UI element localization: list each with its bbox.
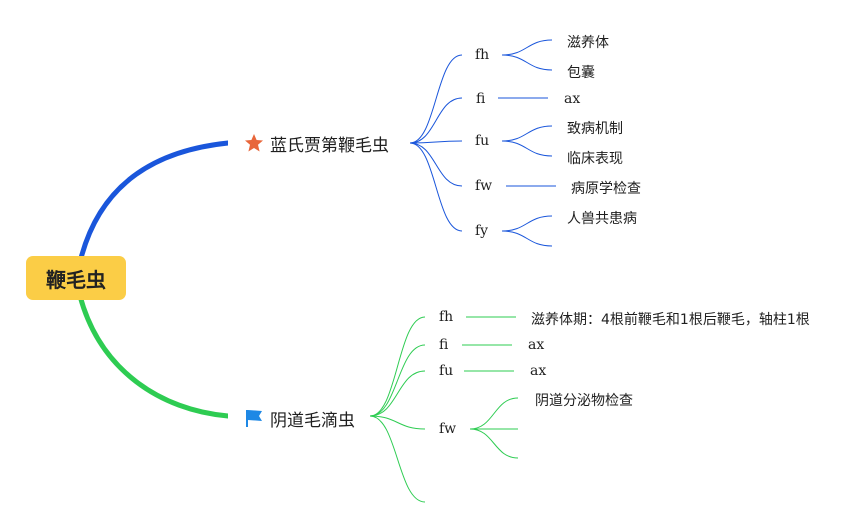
trichomonas-child-fw[interactable]: fw — [439, 421, 457, 437]
flag-icon — [244, 408, 264, 428]
trichomonas-child-connector — [369, 344, 426, 417]
giardia-leaf-cyst[interactable]: 包囊 — [567, 65, 595, 81]
giardia-leaf-clinical[interactable]: 临床表现 — [567, 151, 623, 167]
trichomonas-leaf-connector — [469, 428, 519, 459]
giardia-child-fw[interactable]: fw — [475, 178, 493, 194]
trichomonas-child-fh[interactable]: fh — [439, 309, 454, 325]
giardia-leaf-connector — [501, 39, 553, 56]
trichomonas-child-connector — [369, 370, 426, 417]
giardia-child-fy[interactable]: fy — [475, 223, 489, 239]
branch-node-giardia[interactable]: 蓝氏贾第鞭毛虫 — [228, 125, 410, 161]
star-icon — [244, 133, 264, 153]
branch-2-connectors — [369, 316, 519, 503]
giardia-leaf-diagnosis[interactable]: 病原学检查 — [571, 181, 641, 197]
giardia-child-connector — [409, 142, 463, 232]
giardia-leaf-connector — [501, 215, 553, 232]
trichomonas-child-connector — [369, 415, 426, 430]
giardia-leaf-connector — [501, 54, 553, 71]
giardia-leaf-zoonosis[interactable]: 人兽共患病 — [567, 211, 637, 227]
giardia-leaf-trophozoite[interactable]: 滋养体 — [567, 35, 609, 51]
root-label: 鞭毛虫 — [46, 267, 106, 292]
trichomonas-child-connector — [369, 316, 426, 417]
giardia-child-fu[interactable]: fu — [475, 133, 490, 149]
branch-label-giardia: 蓝氏贾第鞭毛虫 — [270, 135, 389, 156]
trichomonas-leaf-fi-ax[interactable]: ax — [528, 337, 545, 353]
giardia-leaf-fi-ax[interactable]: ax — [564, 91, 581, 107]
giardia-child-connector — [409, 54, 463, 144]
giardia-child-fi[interactable]: fi — [476, 91, 486, 107]
trichomonas-child-connector — [369, 415, 426, 503]
giardia-leaf-connector — [501, 140, 553, 157]
root-to-branch-1-connector — [77, 140, 231, 265]
giardia-child-connector — [409, 97, 463, 144]
giardia-child-connector — [409, 142, 463, 187]
trichomonas-leaf-connector — [469, 397, 519, 430]
trichomonas-leaf-vaginal-exam[interactable]: 阴道分泌物检查 — [535, 393, 633, 409]
giardia-leaf-connector — [501, 230, 553, 247]
trichomonas-child-fu[interactable]: fu — [439, 363, 454, 379]
root-to-branch-2-connector — [77, 293, 231, 419]
giardia-child-connector — [409, 140, 463, 144]
giardia-child-fh[interactable]: fh — [475, 47, 490, 63]
giardia-leaf-pathogenesis[interactable]: 致病机制 — [567, 121, 623, 137]
trichomonas-child-fi[interactable]: fi — [439, 337, 449, 353]
trichomonas-leaf-fu-ax[interactable]: ax — [530, 363, 547, 379]
root-node[interactable]: 鞭毛虫 — [26, 256, 126, 300]
giardia-leaf-connector — [501, 125, 553, 142]
branch-node-trichomonas[interactable]: 阴道毛滴虫 — [228, 400, 370, 436]
branch-label-trichomonas: 阴道毛滴虫 — [270, 410, 355, 431]
trichomonas-leaf-trophozoite[interactable]: 滋养体期：4根前鞭毛和1根后鞭毛，轴柱1根 — [531, 312, 810, 328]
branch-1-connectors — [409, 39, 556, 247]
